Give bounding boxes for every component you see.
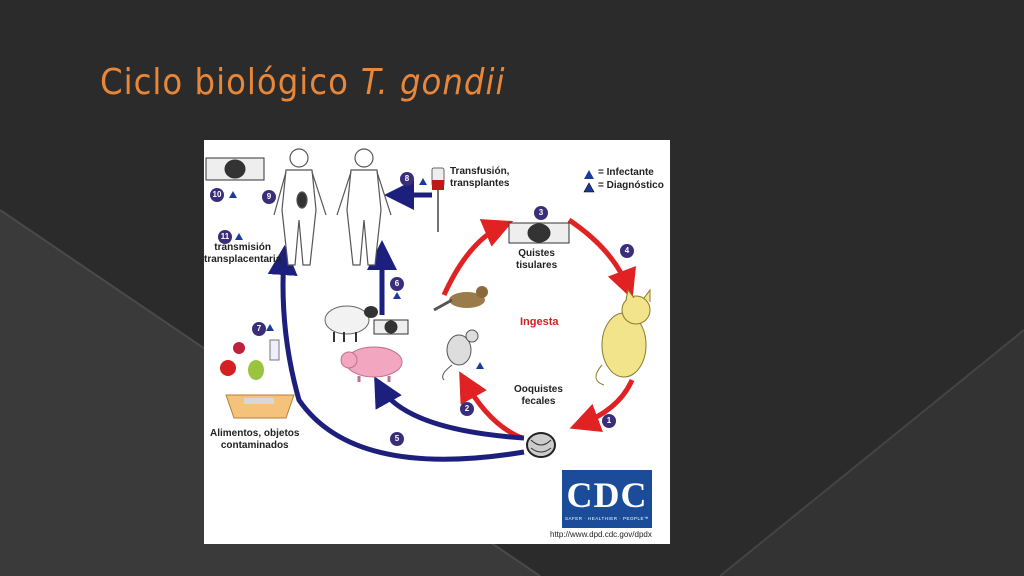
step-badge-5: 5: [390, 432, 404, 446]
red-arrow-4: [567, 217, 637, 300]
sheep-icon: [324, 305, 378, 342]
infective-triangle-icon: [584, 170, 594, 179]
pig-icon: [340, 346, 403, 382]
label-alimentos-line2: contaminados: [220, 440, 289, 451]
cdc-logo-text: CDC: [566, 475, 648, 515]
label-quistes: Quistes tisulares: [516, 248, 557, 272]
label-ingesta: Ingesta: [520, 316, 559, 328]
tissue-cyst-icon-animals: [373, 319, 409, 335]
blood-bag-icon: [431, 167, 445, 232]
triangle-6: [393, 292, 401, 299]
legend-diagnostic: = Diagnóstico: [598, 180, 664, 191]
triangle-7: [266, 324, 274, 331]
step-badge-11: 11: [218, 230, 232, 244]
diagnostic-triangle-icon: [583, 182, 595, 193]
label-transmision-line1: transmisión: [214, 242, 271, 253]
label-alimentos-line1: Alimentos, objetos: [210, 428, 300, 439]
step-badge-9: 9: [262, 190, 276, 204]
tissue-cyst-icon-center: [508, 222, 570, 244]
triangle-10: [229, 191, 237, 198]
label-ooquistes: Ooquistes fecales: [514, 384, 563, 408]
label-transfusion-line2: transplantes: [450, 178, 510, 189]
cat-icon: [595, 288, 651, 386]
blue-arrow-5-human: [267, 245, 525, 462]
oocyst-icon: [526, 432, 556, 458]
blue-arrow-5-animals: [374, 376, 525, 441]
lifecycle-diagram: Transfusión, transplantes = Infectante =…: [204, 140, 670, 544]
step-badge-2: 2: [460, 402, 474, 416]
step-badge-3: 3: [534, 206, 548, 220]
step-badge-8: 8: [400, 172, 414, 186]
label-transfusion: Transfusión, transplantes: [450, 166, 509, 190]
triangle-11: [235, 233, 243, 240]
red-arrow-3: [441, 219, 514, 297]
label-quistes-line2: tisulares: [516, 260, 558, 271]
step-badge-1: 1: [602, 414, 616, 428]
slide-title: Ciclo biológico T. gondii: [100, 62, 505, 108]
step-badge-4: 4: [620, 244, 634, 258]
litter-box-icon: [225, 394, 295, 419]
label-ooquistes-line1: Ooquistes: [514, 384, 563, 395]
cdc-logo: CDC SAFER · HEALTHIER · PEOPLE™: [562, 470, 652, 528]
label-transfusion-line1: Transfusión,: [450, 166, 510, 177]
step-badge-7: 7: [252, 322, 266, 336]
label-quistes-line1: Quistes: [518, 248, 555, 259]
bird-icon: [433, 286, 488, 312]
step-badge-10: 10: [210, 188, 224, 202]
food-icon: [220, 339, 280, 380]
title-main: Ciclo biológico: [100, 62, 349, 103]
red-arrow-1: [569, 378, 635, 433]
tissue-cyst-icon-top: [205, 157, 265, 181]
cdc-url: http://www.dpd.cdc.gov/dpdx: [550, 530, 652, 539]
title-species: T. gondii: [360, 62, 506, 103]
label-ooquistes-line2: fecales: [521, 396, 556, 407]
label-alimentos: Alimentos, objetos contaminados: [210, 428, 299, 452]
label-transmision: transmisión transplacentaria: [204, 242, 281, 266]
human-figure-right: [336, 148, 392, 266]
lifecycle-drawing: [205, 148, 651, 462]
legend-infective: = Infectante: [598, 167, 654, 178]
step-badge-6: 6: [390, 277, 404, 291]
triangle-8: [419, 178, 427, 185]
cdc-tagline: SAFER · HEALTHIER · PEOPLE™: [565, 516, 649, 521]
label-transmision-line2: transplacentaria: [204, 254, 282, 265]
mouse-icon: [442, 329, 479, 381]
human-figure-left: [273, 148, 327, 266]
triangle-2: [476, 362, 484, 369]
